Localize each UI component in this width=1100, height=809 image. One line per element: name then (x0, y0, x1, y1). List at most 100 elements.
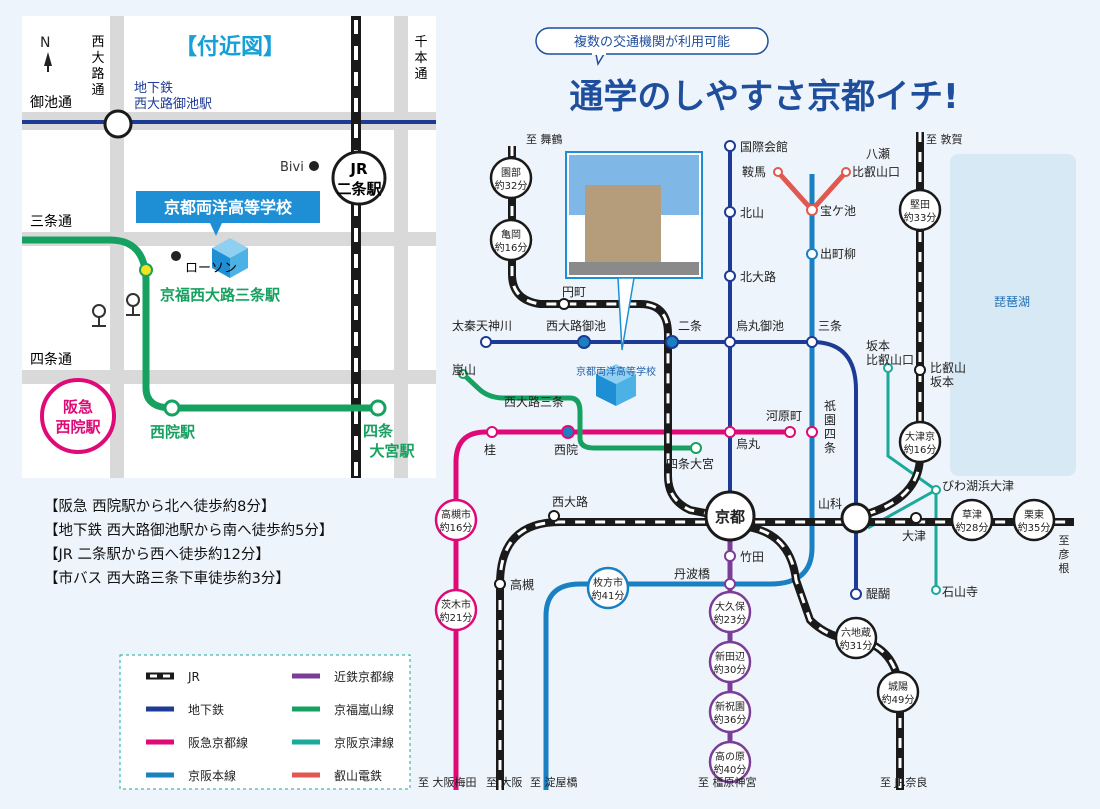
kyoto-station-marker (704, 490, 756, 542)
station-labels: 国際会館 北山 北大路 烏丸御池 烏丸 京都 竹田 丹波橋 二条 円町 西大路御… (452, 139, 1030, 601)
bivi-marker (309, 161, 319, 171)
svg-text:根: 根 (1059, 561, 1070, 575)
osaka-umeda-label: 至 大阪梅田 (418, 775, 477, 789)
svg-text:約49分: 約49分 (882, 693, 915, 706)
lake-biwa (950, 154, 1076, 476)
uzumasa-label: 太秦天神川 (452, 318, 512, 333)
hankyu-station-marker (40, 378, 116, 454)
svg-text:園: 園 (824, 413, 836, 427)
lake-biwa-label: 琵琶湖 (994, 294, 1030, 309)
legend-item: 阪急京都線 (146, 735, 248, 750)
randen-station-label: 京福西大路三条駅 (160, 286, 281, 304)
svg-text:西大路御池駅: 西大路御池駅 (134, 96, 212, 112)
emmachi-label: 円町 (562, 285, 586, 299)
svg-text:約36分: 約36分 (714, 713, 747, 726)
svg-text:約35分: 約35分 (1018, 521, 1051, 534)
hieizan-sakamoto-label: 比叡山 (930, 360, 966, 375)
svg-text:条: 条 (824, 441, 836, 455)
nishioji-sanjo-label: 西大路三条 (504, 394, 564, 409)
svg-text:大: 大 (91, 51, 104, 66)
legend-label: JR (187, 670, 200, 684)
subway-station-label: 地下鉄 (134, 81, 173, 96)
saiin-station-marker (163, 399, 181, 417)
svg-text:坂本: 坂本 (930, 375, 954, 389)
svg-text:通: 通 (414, 67, 427, 82)
legend-item: 京阪本線 (146, 768, 236, 783)
jr-nara-label: 至 JR奈良 (880, 775, 927, 789)
okubo-label: 大久保 (715, 600, 745, 613)
katsura-label: 桂 (484, 442, 496, 457)
hankyu-station-label: 阪急 (63, 398, 93, 416)
randen-map-line (461, 372, 696, 451)
yodoyabashi-label: 至 淀屋橋 (530, 775, 578, 789)
kawaramachi-label: 河原町 (766, 409, 802, 423)
kitaoji-label: 北大路 (740, 269, 776, 284)
ishiyamadera-label: 石山寺 (942, 585, 978, 599)
legend-label: 叡山電鉄 (334, 768, 382, 783)
svg-text:西院駅: 西院駅 (55, 418, 101, 436)
terminal-labels: 至 舞鶴 至 敦賀 至 彦 根 至 大阪梅田 至 大阪 至 淀屋橋 至 橿原神宮… (418, 132, 1070, 789)
shinhosono-label: 新祝園 (715, 700, 745, 713)
daigo-label: 醍醐 (866, 587, 890, 601)
tsuruga-label: 至 敦賀 (926, 132, 963, 146)
kameoka-label: 亀岡 (501, 228, 521, 241)
lawson-label: ローソン (185, 261, 237, 276)
karasuma-label: 烏丸 (736, 437, 760, 451)
header-badge-text: 複数の交通機関が利用可能 (574, 34, 730, 50)
svg-text:約21分: 約21分 (440, 611, 473, 624)
legend-item: JR (146, 670, 200, 684)
sakamoto-label: 坂本 (866, 339, 890, 353)
shintanabe-label: 新田辺 (715, 650, 745, 663)
svg-text:二条駅: 二条駅 (336, 180, 382, 198)
svg-text:路: 路 (91, 66, 104, 82)
svg-text:約23分: 約23分 (714, 613, 747, 626)
school-building-icon (212, 238, 248, 278)
ritto-label: 栗東 (1024, 508, 1044, 521)
legend-item: 京阪京津線 (292, 735, 394, 750)
direction-jr: 【JR 二条駅から西へ徒歩約12分】 (44, 547, 270, 563)
svg-text:本: 本 (414, 51, 427, 66)
senbon-road (394, 16, 408, 478)
svg-text:約41分: 約41分 (592, 589, 625, 602)
joyo-label: 城陽 (888, 681, 908, 693)
vicinity-map-title: 【付近図】 (175, 34, 285, 60)
randen-station-marker (139, 263, 153, 277)
direction-subway: 【地下鉄 西大路御池駅から南へ徒歩約5分】 (44, 523, 334, 539)
legend-item: 京福嵐山線 (292, 702, 394, 717)
svg-text:四: 四 (824, 427, 836, 441)
north-arrow-icon (44, 52, 52, 66)
jr-station-marker (331, 150, 387, 206)
kurama-label: 鞍馬 (742, 164, 766, 179)
saiin-station-label: 西院駅 (150, 423, 196, 441)
legend-label: 京阪京津線 (334, 735, 394, 750)
legend-label: 阪急京都線 (188, 735, 248, 750)
osaka-label: 至 大阪 (486, 775, 523, 789)
directions-list: 【阪急 西院駅から北へ徒歩約8分】 【地下鉄 西大路御池駅から南へ徒歩約5分】 … (44, 495, 424, 591)
bus-stop-icon (126, 293, 140, 316)
keihan-main-line (543, 174, 815, 790)
randen-line (22, 236, 378, 412)
nishioji-label: 西大路 (552, 494, 588, 509)
svg-text:約16分: 約16分 (495, 241, 528, 254)
nishioji-road-label: 西 (91, 35, 104, 50)
kyoto-label: 京都 (715, 508, 745, 526)
rokujizo-label: 六地蔵 (841, 626, 871, 639)
takaragaike-label: 宝ケ池 (820, 204, 856, 218)
otsukyo-label: 大津京 (905, 430, 935, 443)
legend-item: 地下鉄 (146, 702, 224, 717)
saiin-label: 西院 (554, 443, 578, 457)
yamashina-label: 山科 (818, 497, 842, 511)
biwako-hamaotsu-label: びわ湖浜大津 (942, 478, 1014, 493)
direction-bus: 【市バス 西大路三条下車徒歩約3分】 (44, 571, 290, 587)
takatsukishi-label: 高槻市 (441, 508, 471, 521)
ibarakishi-label: 茨木市 (441, 598, 471, 611)
kusatsu-label: 草津 (962, 509, 982, 521)
karasuma-oike-label: 烏丸御池 (736, 318, 784, 333)
maizuru-label: 至 舞鶴 (526, 132, 563, 146)
omiya-station-label: 四条 (363, 422, 394, 440)
demachi-label: 出町柳 (820, 247, 856, 261)
legend-label: 京福嵐山線 (334, 702, 394, 717)
sonobe-label: 園部 (501, 166, 521, 179)
yamashina-station-marker (840, 502, 872, 534)
